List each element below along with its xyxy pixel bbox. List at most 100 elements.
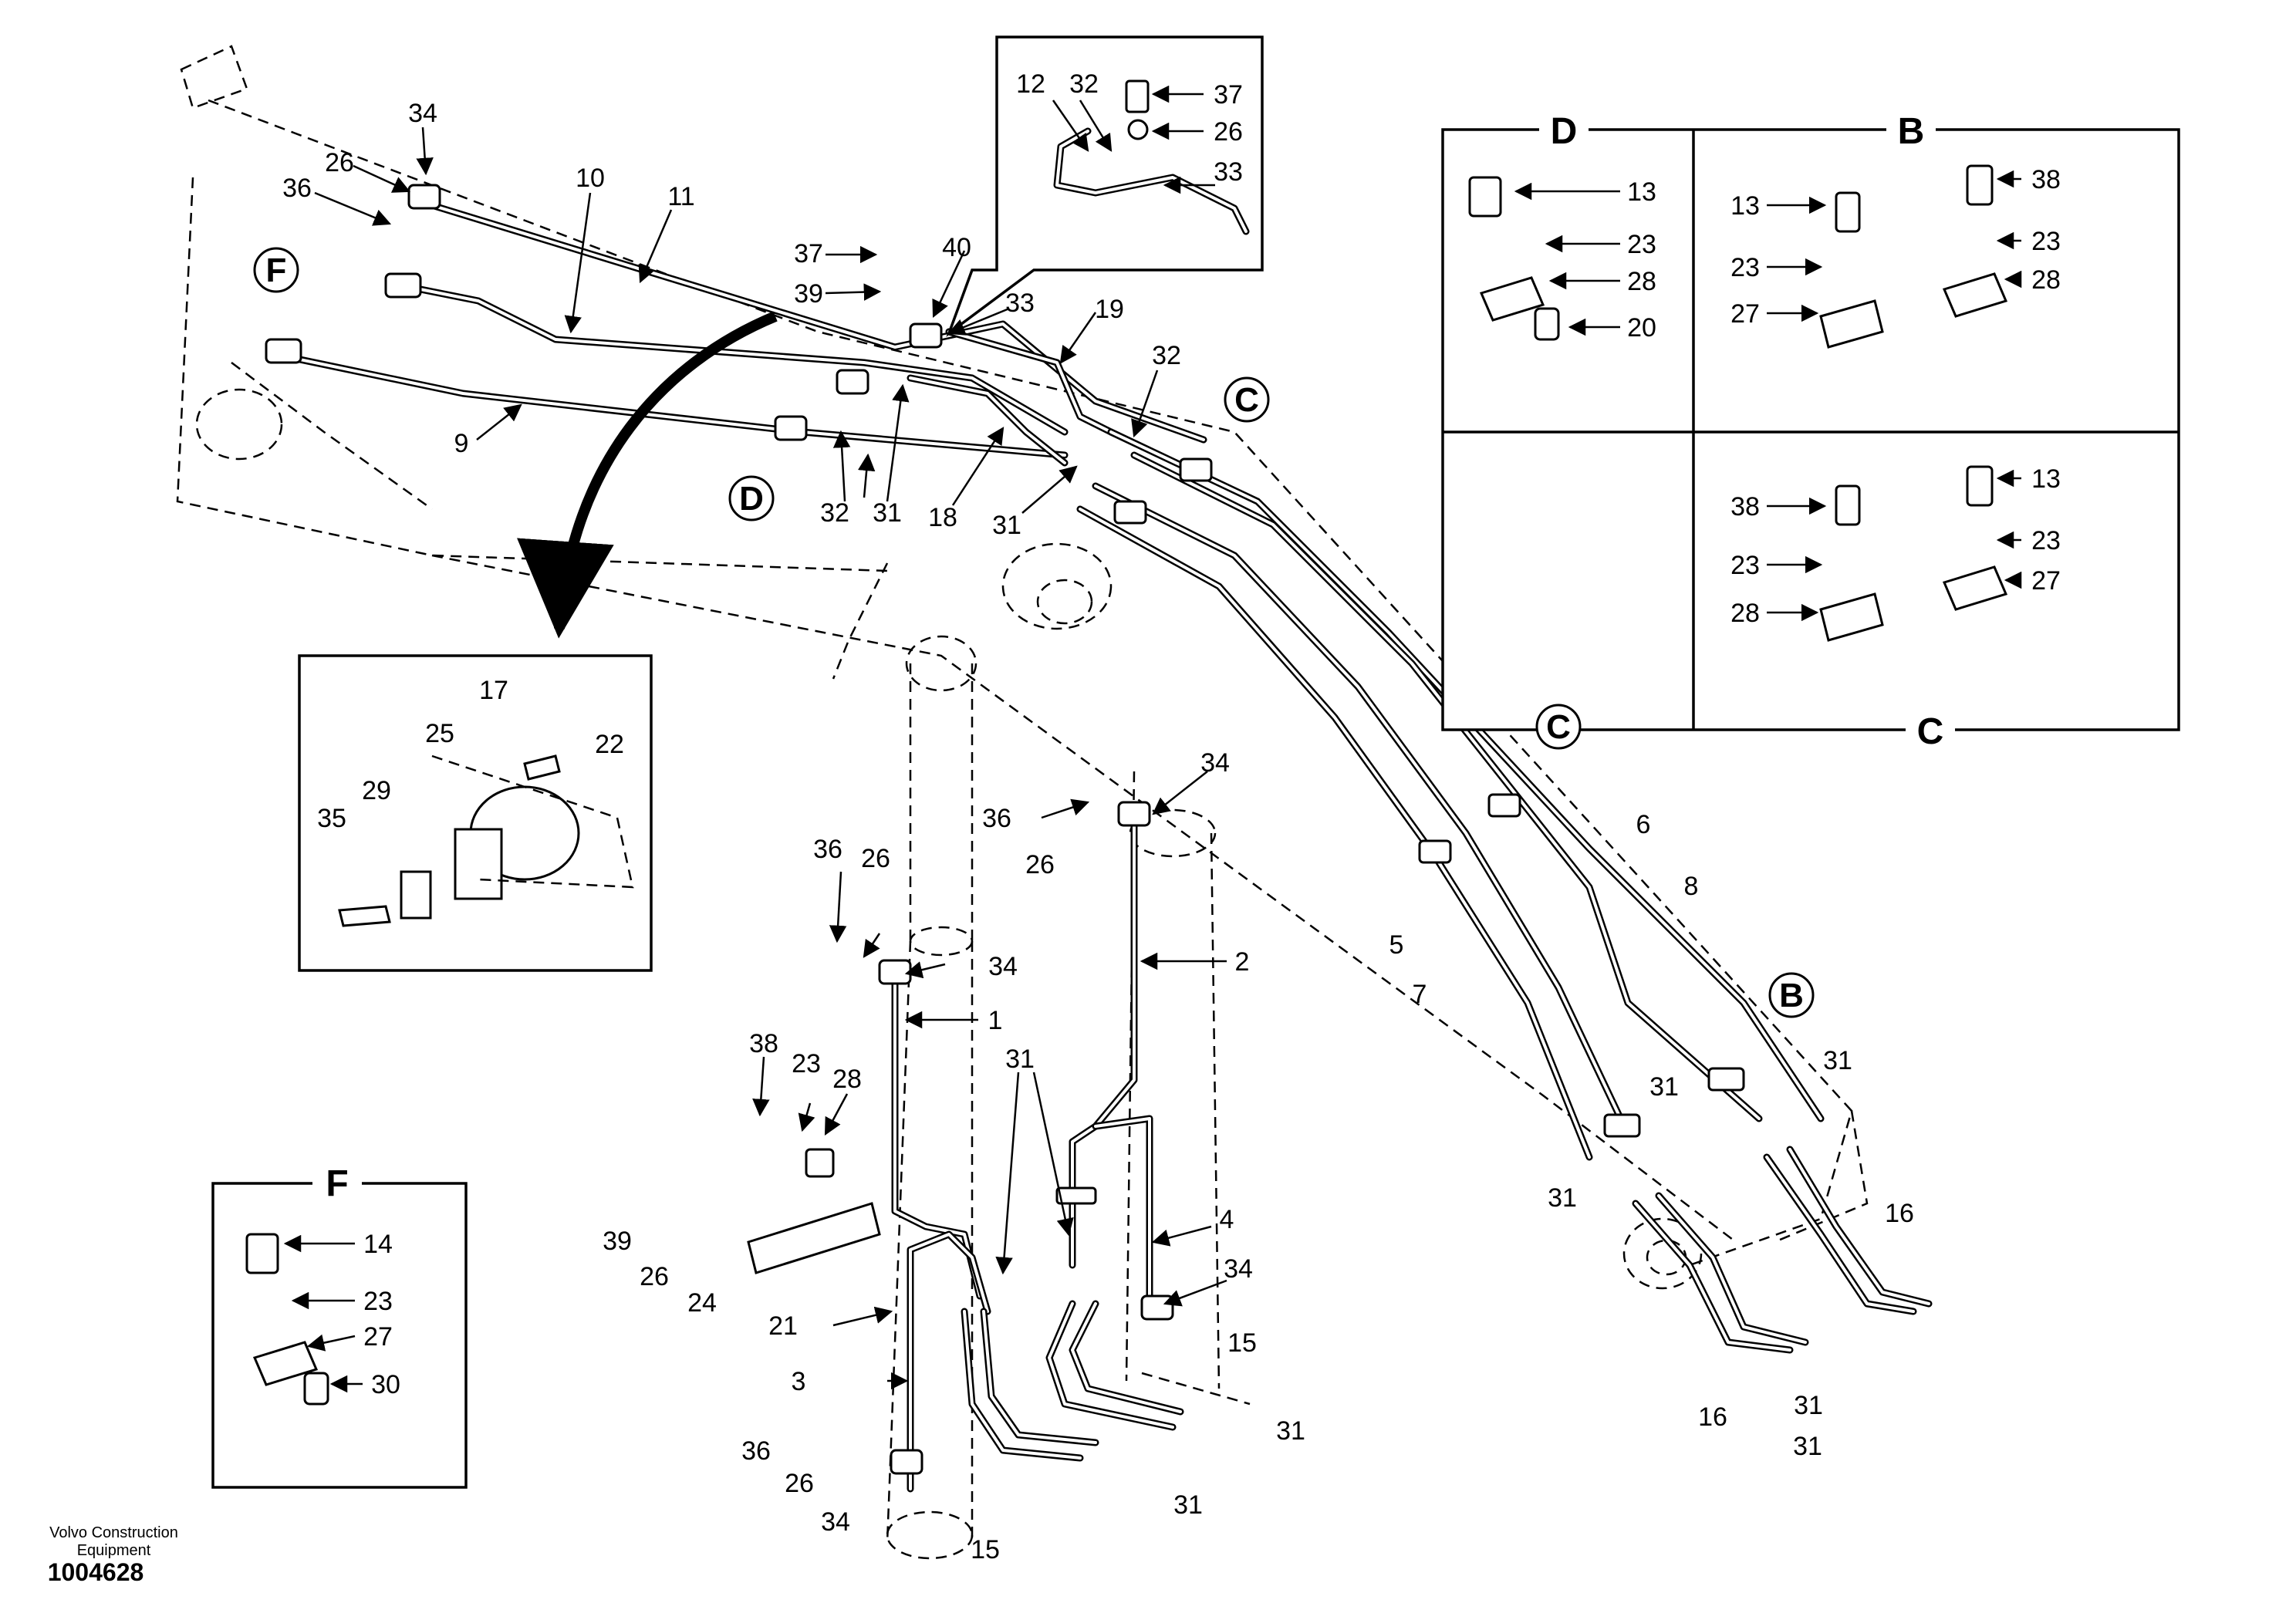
c-callout-28: 28 [1730, 599, 1760, 628]
callout-11: 11 [667, 182, 694, 211]
callout-31b: 31 [873, 498, 902, 528]
marker-f: F [266, 251, 287, 289]
callout-28b: 28 [832, 1065, 862, 1094]
callout-29: 29 [362, 776, 391, 805]
b-callout-23b: 23 [2031, 227, 2061, 256]
callout-26c: 26 [861, 844, 890, 873]
b-callout-28: 28 [2031, 265, 2061, 295]
c-callout-13: 13 [2031, 464, 2061, 494]
callout-31d: 31 [1276, 1416, 1305, 1446]
marker-c-lower: C [1546, 708, 1571, 746]
detail-fitting-inset [946, 35, 1264, 337]
c-callout-27: 27 [2031, 566, 2061, 596]
callout-22: 22 [595, 730, 624, 759]
callout-36: 36 [282, 174, 312, 203]
callout-12: 12 [1016, 69, 1045, 99]
callout-8: 8 [1684, 872, 1699, 901]
callout-31c: 31 [1005, 1045, 1035, 1074]
callout-31e: 31 [1173, 1490, 1203, 1520]
callout-37b: 37 [1214, 80, 1243, 110]
callout-33: 33 [1005, 289, 1035, 318]
manufacturer-line1: Volvo Construction [49, 1524, 178, 1541]
callout-26e: 26 [640, 1262, 669, 1291]
callout-31i: 31 [1794, 1391, 1823, 1420]
phantom-outlines [176, 45, 1869, 1560]
callout-32c: 32 [1069, 69, 1099, 99]
callout-1: 1 [988, 1006, 1003, 1035]
callout-26b: 26 [1214, 117, 1243, 147]
b-callout-27: 27 [1730, 299, 1760, 329]
callout-4: 4 [1220, 1205, 1234, 1234]
view-d-title: D [1551, 111, 1578, 152]
callout-31f: 31 [1649, 1072, 1679, 1102]
callout-15b: 15 [971, 1535, 1000, 1564]
callout-15: 15 [1227, 1328, 1257, 1358]
callout-2: 2 [1235, 947, 1250, 977]
f-callout-27: 27 [363, 1322, 393, 1352]
f-callout-23: 23 [363, 1287, 393, 1316]
callout-17: 17 [479, 676, 508, 705]
callout-34e: 34 [821, 1507, 850, 1537]
callout-32: 32 [1152, 341, 1181, 370]
callout-6: 6 [1636, 810, 1651, 839]
callout-26d: 26 [1025, 850, 1055, 879]
view-b-title: B [1898, 111, 1925, 152]
callout-10: 10 [576, 164, 605, 193]
f-callout-14: 14 [363, 1230, 393, 1259]
callout-34c: 34 [1200, 748, 1230, 778]
d-callout-23: 23 [1627, 230, 1656, 259]
d-callout-28: 28 [1627, 267, 1656, 296]
c-callout-38: 38 [1730, 492, 1760, 521]
callout-36c: 36 [982, 804, 1011, 833]
callout-39: 39 [794, 279, 823, 309]
callout-37: 37 [794, 239, 823, 268]
callout-34b: 34 [988, 952, 1018, 981]
callout-38b: 38 [749, 1029, 778, 1058]
circle-markers [253, 247, 1815, 1018]
leader-lines [283, 85, 2022, 1393]
callout-36b: 36 [813, 835, 842, 864]
view-box-f [211, 1173, 468, 1489]
manufacturer-label: Volvo Construction Equipment [31, 1524, 197, 1560]
text-layer: F D C C B D B C F 34 26 36 10 11 9 37 39… [266, 69, 2061, 1564]
view-f-title: F [326, 1163, 348, 1204]
callout-32b: 32 [820, 498, 849, 528]
view-c-title: C [1917, 711, 1944, 752]
d-callout-13: 13 [1627, 177, 1656, 207]
c-callout-23: 23 [1730, 551, 1760, 580]
hydraulic-pipes [274, 197, 1933, 1493]
callout-5: 5 [1389, 930, 1404, 960]
callout-34d: 34 [1224, 1254, 1253, 1284]
callout-16b: 16 [1698, 1402, 1727, 1432]
callout-33b: 33 [1214, 157, 1243, 187]
manufacturer-line2: Equipment [76, 1542, 151, 1559]
view-boxes [1441, 120, 2180, 744]
f-callout-30: 30 [371, 1370, 400, 1399]
c-callout-23b: 23 [2031, 526, 2061, 555]
callout-26f: 26 [785, 1469, 814, 1498]
callout-24: 24 [687, 1288, 717, 1318]
callout-25: 25 [425, 719, 454, 748]
callout-7: 7 [1413, 980, 1427, 1009]
drawing-number: 1004628 [47, 1558, 144, 1586]
callout-3: 3 [792, 1367, 806, 1396]
marker-d: D [739, 480, 764, 518]
marker-b: B [1779, 977, 1804, 1014]
callout-19: 19 [1095, 295, 1124, 324]
callout-31h: 31 [1548, 1183, 1577, 1213]
b-callout-23: 23 [1730, 253, 1760, 282]
marker-c-upper: C [1234, 381, 1259, 419]
b-callout-38: 38 [2031, 165, 2061, 194]
hardware-parts [265, 184, 1745, 1475]
callout-35: 35 [317, 804, 346, 833]
callout-9: 9 [454, 429, 469, 458]
d-callout-20: 20 [1627, 313, 1656, 343]
callout-36d: 36 [741, 1436, 771, 1466]
callout-23c: 23 [792, 1049, 821, 1078]
callout-16: 16 [1885, 1199, 1914, 1228]
callout-31j: 31 [1793, 1432, 1822, 1461]
b-callout-13: 13 [1730, 191, 1760, 221]
detail-clamp-inset [298, 654, 653, 972]
magnify-arrow [517, 311, 778, 639]
